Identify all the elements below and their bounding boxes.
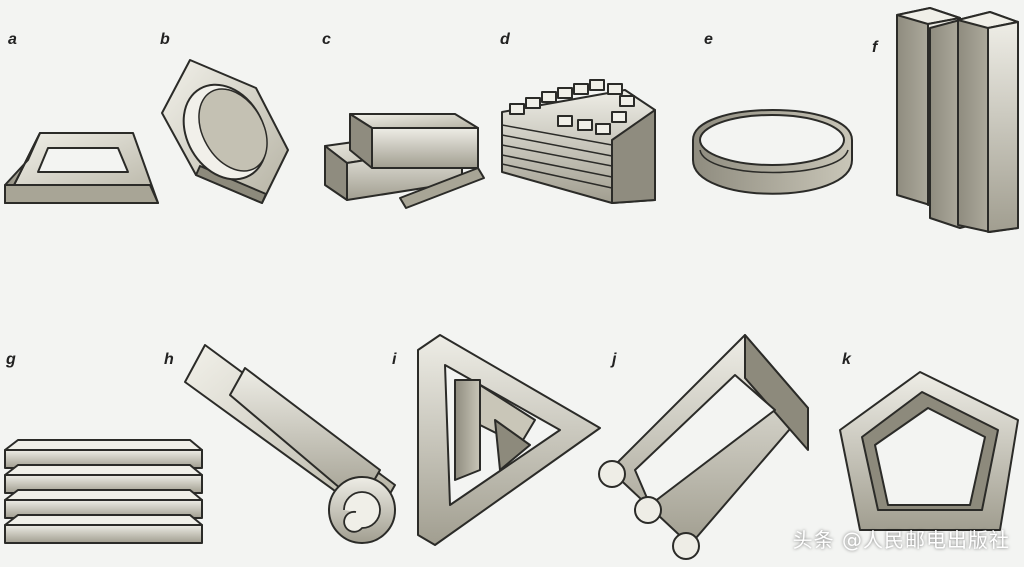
figure-label-g: g xyxy=(6,351,16,368)
figure-label-e: e xyxy=(704,31,713,48)
impossible-fork-j xyxy=(598,334,809,560)
impossible-staircase-d xyxy=(501,79,656,204)
figure-label-d: d xyxy=(500,31,510,48)
figure-label-f: f xyxy=(872,39,878,56)
impossible-ring-e xyxy=(692,109,853,195)
figure-label-h: h xyxy=(164,351,174,368)
figure-label-j: j xyxy=(612,351,617,368)
impossible-pentagon-k xyxy=(839,371,1019,531)
watermark-text: 头条 @人民邮电出版社 xyxy=(792,528,1010,552)
figure-label-b: b xyxy=(160,31,170,48)
impossible-crossed-bars-c xyxy=(324,113,485,209)
impossible-stacked-plates-g xyxy=(4,439,203,544)
impossible-frame-a xyxy=(4,132,159,204)
impossible-triangle-i xyxy=(417,334,601,546)
figure-label-c: c xyxy=(322,31,331,48)
figure-label-i: i xyxy=(392,351,397,368)
impossible-hexagon-nut-b xyxy=(161,59,289,204)
figure-label-a: a xyxy=(8,31,17,48)
impossible-pillars-f xyxy=(896,7,1019,233)
figure-label-k: k xyxy=(842,351,851,368)
impossible-scroll-h xyxy=(184,344,396,544)
